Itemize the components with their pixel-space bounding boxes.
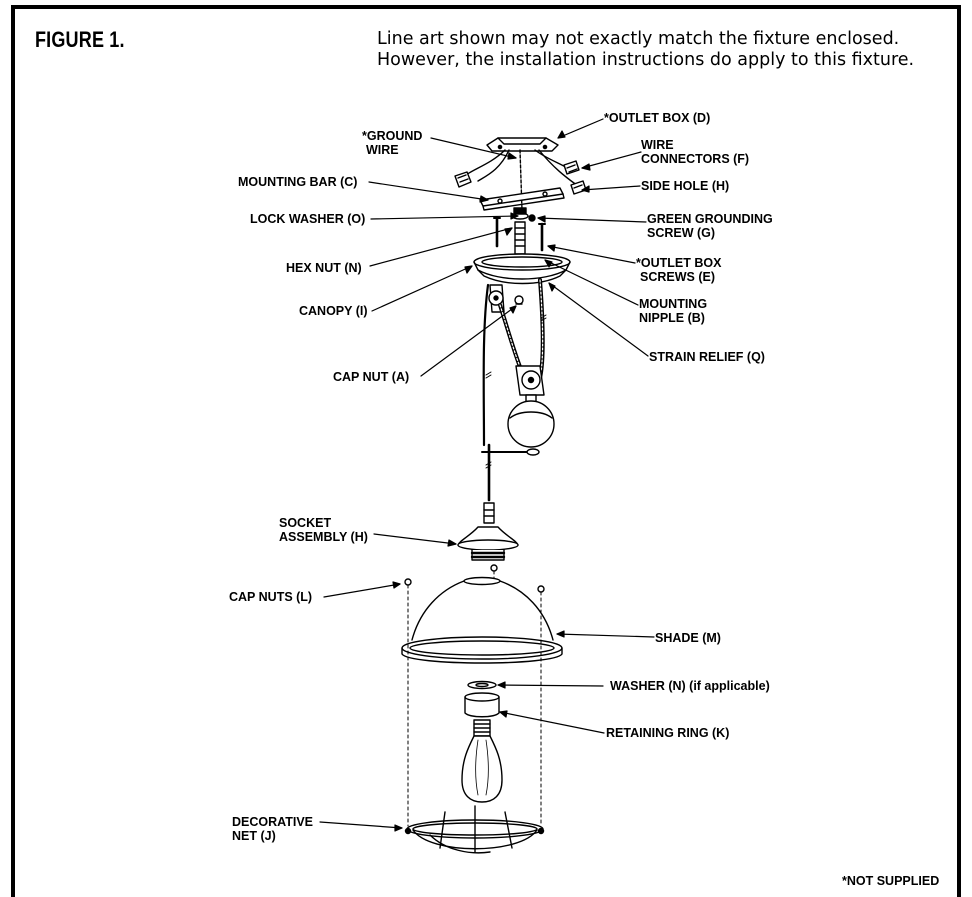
label-lock-washer: LOCK WASHER (O) xyxy=(250,212,366,226)
pulley-bottom xyxy=(515,365,545,396)
label-hex-nut: HEX NUT (N) xyxy=(286,261,362,275)
note-line-1: Line art shown may not exactly match the… xyxy=(377,29,900,49)
canopy xyxy=(473,253,571,285)
footnote-not-supplied: *NOT SUPPLIED xyxy=(842,874,940,888)
label-decorative-net-1: DECORATIVE xyxy=(232,815,314,829)
label-wire-connectors-1: WIRE xyxy=(641,138,674,152)
label-cap-nut: CAP NUT (A) xyxy=(333,370,410,384)
assembly-guide-lines xyxy=(407,570,542,827)
shade xyxy=(401,576,563,664)
green-grounding-screw xyxy=(528,214,536,222)
washer xyxy=(467,680,497,690)
figure-title: FIGURE 1. xyxy=(35,27,125,52)
note-line-2: However, the installation instructions d… xyxy=(377,50,915,70)
label-socket-assembly-1: SOCKET xyxy=(279,516,332,530)
light-bulb xyxy=(461,719,503,803)
socket-assembly xyxy=(457,502,519,561)
label-retaining-ring: RETAINING RING (K) xyxy=(606,726,730,740)
pulley-top xyxy=(488,284,524,313)
label-ground-wire-1: *GROUND xyxy=(362,129,423,143)
label-strain-relief: STRAIN RELIEF (Q) xyxy=(649,350,765,364)
label-mounting-nipple-1: MOUNTING xyxy=(639,297,708,311)
figure-frame xyxy=(11,5,961,897)
label-outlet-screws-1: *OUTLET BOX xyxy=(636,256,722,270)
label-washer: WASHER (N) (if applicable) xyxy=(610,679,770,693)
label-socket-assembly-2: ASSEMBLY (H) xyxy=(279,530,368,544)
label-ground-wire-2: WIRE xyxy=(366,143,399,157)
mounting-bar xyxy=(479,187,565,211)
cord-rest xyxy=(481,448,540,456)
counterweight xyxy=(507,394,555,448)
label-outlet-box: *OUTLET BOX (D) xyxy=(604,111,711,125)
label-decorative-net-2: NET (J) xyxy=(232,829,276,843)
label-shade: SHADE (M) xyxy=(655,631,721,645)
wire-connectors xyxy=(454,160,587,195)
outlet-box xyxy=(486,137,559,152)
label-cap-nuts: CAP NUTS (L) xyxy=(229,590,313,604)
decorative-net xyxy=(404,805,545,854)
label-wire-connectors-2: CONNECTORS (F) xyxy=(641,152,750,166)
label-mounting-bar: MOUNTING BAR (C) xyxy=(238,175,358,189)
label-side-hole: SIDE HOLE (H) xyxy=(641,179,730,193)
label-outlet-screws-2: SCREWS (E) xyxy=(640,270,715,284)
label-mounting-nipple-2: NIPPLE (B) xyxy=(639,311,705,325)
label-canopy: CANOPY (I) xyxy=(299,304,368,318)
label-green-grounding-1: GREEN GROUNDING xyxy=(647,212,773,226)
label-green-grounding-2: SCREW (G) xyxy=(647,226,716,240)
leader-lines xyxy=(319,118,655,832)
retaining-ring xyxy=(464,692,500,718)
